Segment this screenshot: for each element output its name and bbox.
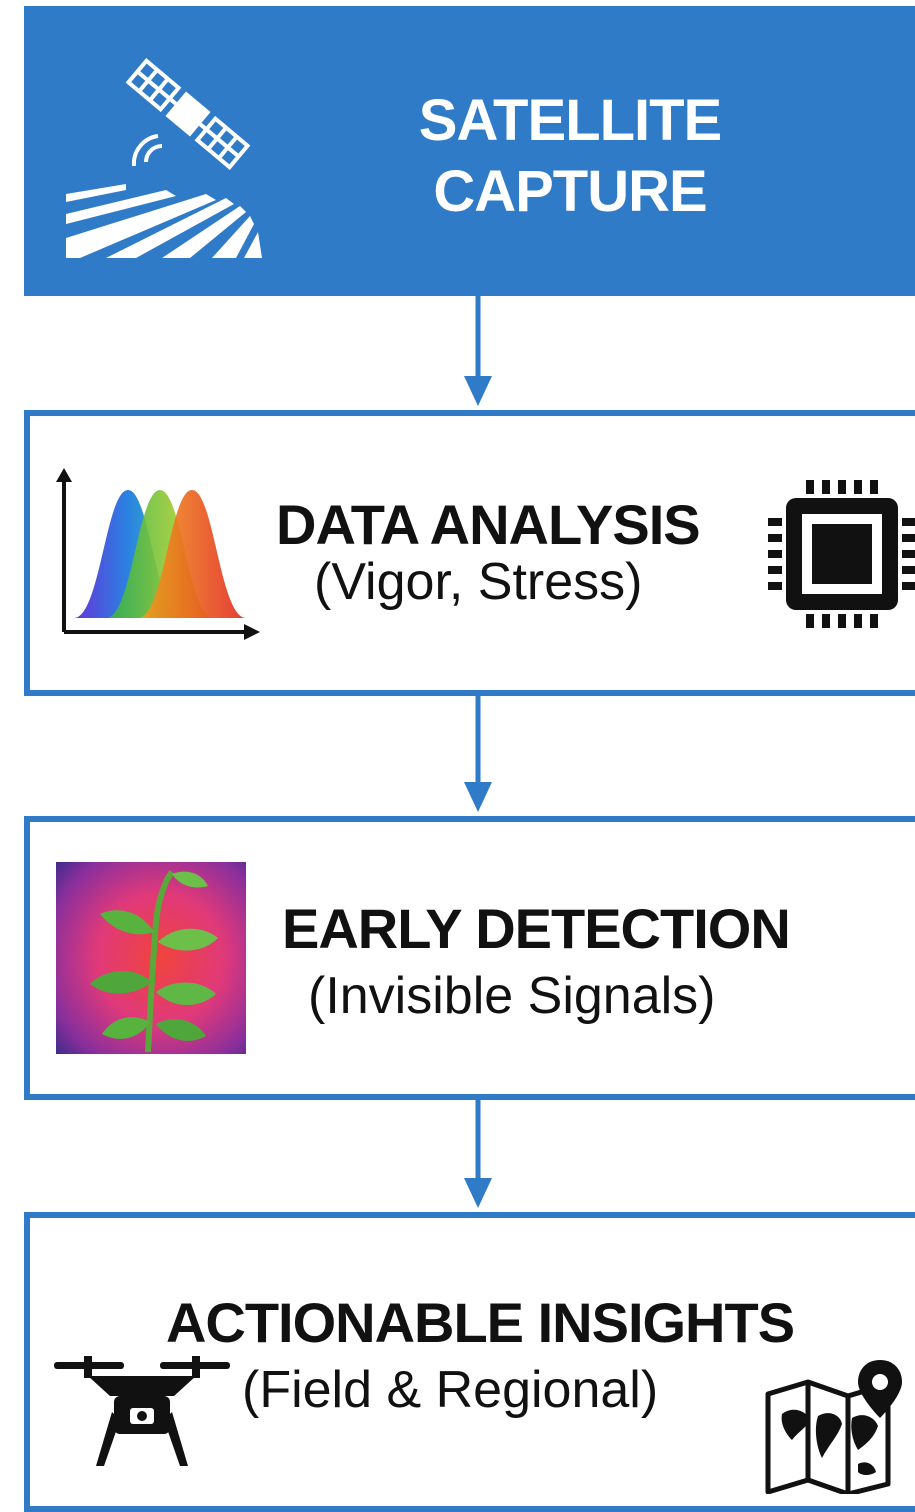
drone-icon	[54, 1356, 230, 1466]
satellite-icon	[125, 58, 251, 170]
step-early-detection: EARLY DETECTION (Invisible Signals)	[24, 816, 915, 1100]
flow-arrow	[464, 296, 492, 406]
farm-field-icon	[66, 184, 262, 258]
step-title: SATELLITE CAPTURE	[418, 88, 722, 224]
step-title: ACTIONABLE INSIGHTS	[165, 1291, 795, 1354]
step-subtitle: (Field & Regional)	[242, 1361, 659, 1419]
step-actionable-insights: ACTIONABLE INSIGHTS (Field & Regional)	[24, 1212, 915, 1512]
step-title: DATA ANALYSIS	[276, 493, 701, 556]
flow-arrow	[464, 696, 492, 812]
step-data-analysis: DATA ANALYSIS (Vigor, Stress)	[24, 410, 915, 696]
step-subtitle: (Vigor, Stress)	[314, 553, 643, 611]
plant-thermal-image	[56, 862, 246, 1054]
step-subtitle: (Invisible Signals)	[308, 967, 716, 1025]
processor-chip-icon	[768, 480, 915, 628]
flow-arrow	[464, 1100, 492, 1208]
spectral-chart-icon	[56, 468, 260, 640]
step-title: EARLY DETECTION	[282, 897, 791, 960]
step-satellite-capture: SATELLITE CAPTURE	[24, 6, 915, 296]
map-pin-icon	[765, 1360, 902, 1494]
